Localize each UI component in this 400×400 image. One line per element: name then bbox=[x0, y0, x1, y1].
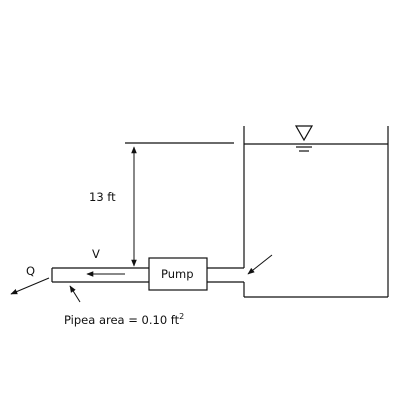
water-surface-triangle-icon bbox=[294, 125, 314, 152]
pipe-area-pointer-arrow bbox=[69, 285, 81, 303]
discharge-pipe bbox=[51, 267, 149, 283]
velocity-label: V bbox=[92, 247, 100, 261]
flow-arrow bbox=[10, 277, 50, 295]
pipe-area-label: Pipea area = 0.10 ft2 bbox=[64, 312, 184, 327]
entrance-arrow bbox=[247, 254, 273, 275]
height-label: 13 ft bbox=[89, 190, 116, 204]
reservoir-tank bbox=[243, 126, 389, 298]
pipe-area-exponent: 2 bbox=[179, 312, 184, 321]
inlet-pipe bbox=[207, 267, 244, 283]
flow-label: Q bbox=[26, 264, 35, 278]
pipe-area-text: Pipea area = 0.10 ft bbox=[64, 313, 180, 327]
pump-box bbox=[148, 257, 208, 291]
pump-label: Pump bbox=[161, 267, 194, 281]
